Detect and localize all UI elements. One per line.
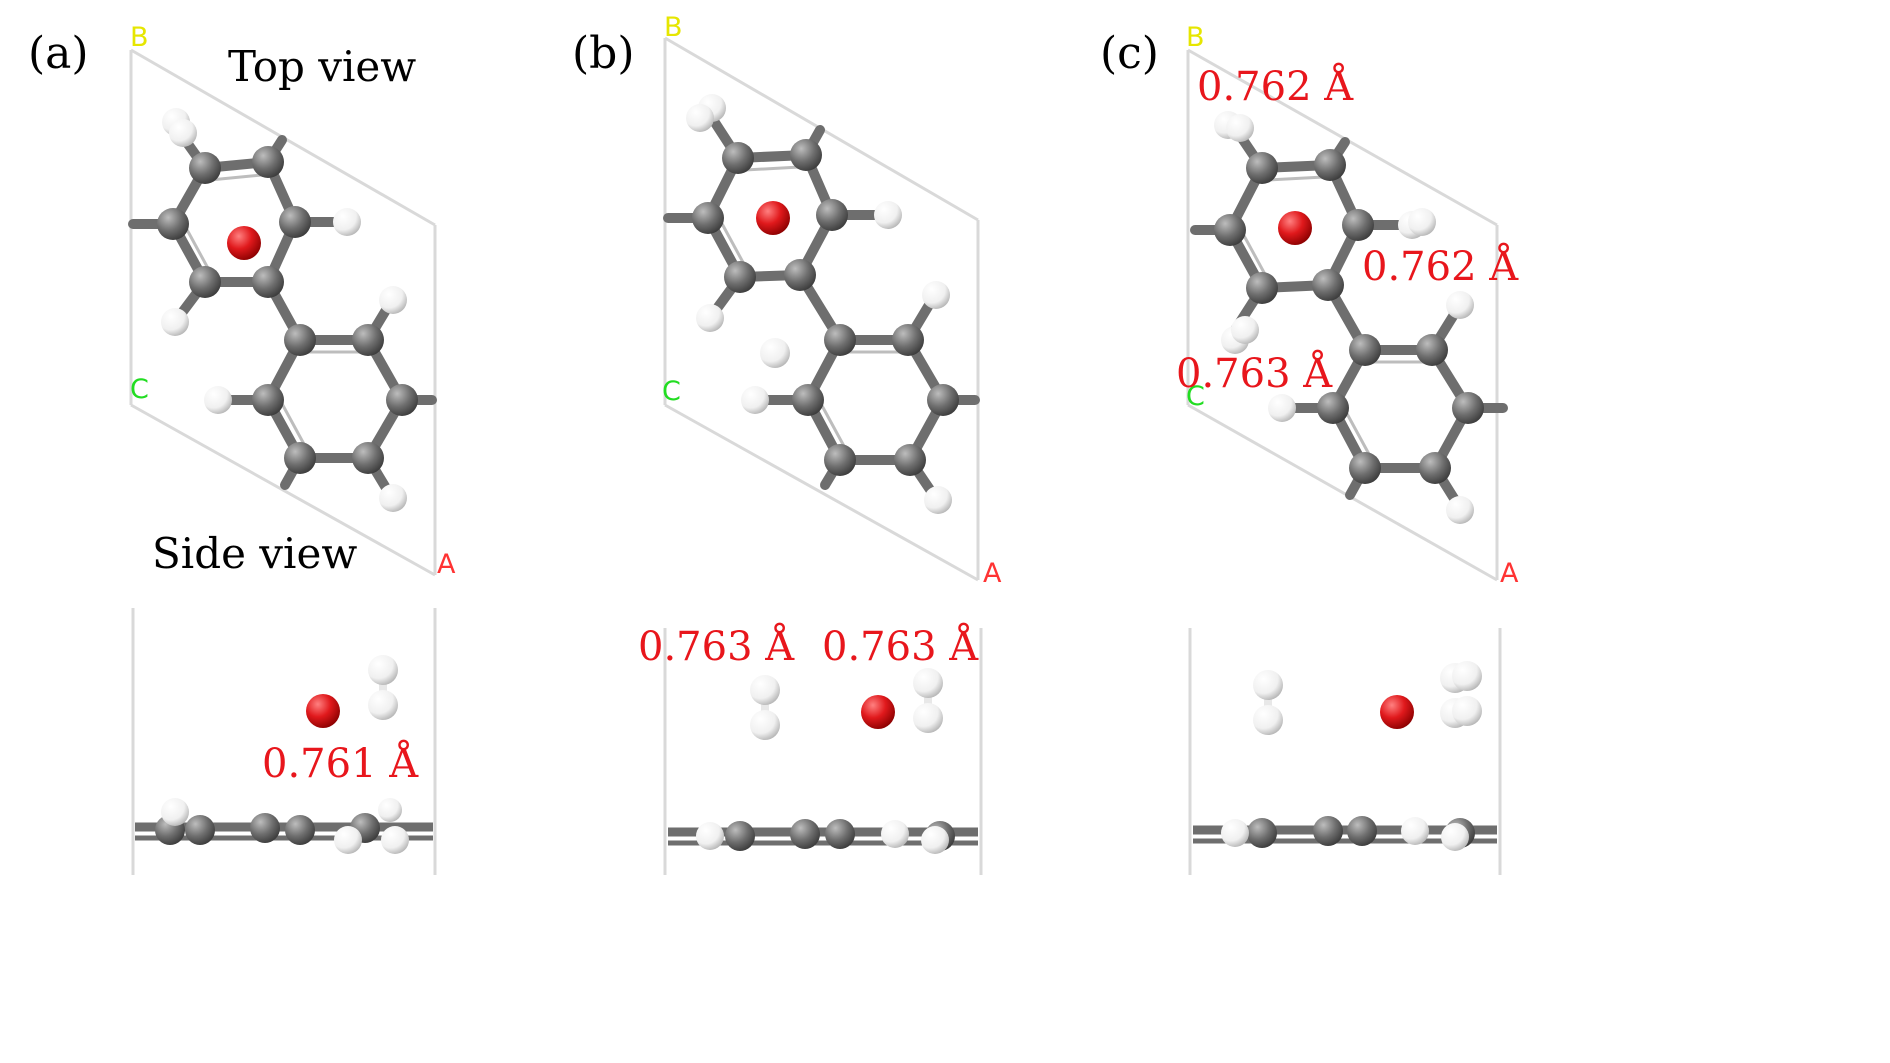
axis-label-b: B — [1186, 22, 1205, 53]
panel-label-c: (c) — [1100, 28, 1159, 79]
side-cell-outline-a — [131, 608, 437, 875]
panel-b: (b) B C A — [572, 12, 1002, 875]
adatom-side-a — [306, 694, 340, 728]
axis-label-b: B — [664, 12, 683, 43]
top-view-caption: Top view — [228, 42, 416, 91]
carbon-atoms-b — [692, 139, 959, 476]
axis-label-c: C — [662, 376, 681, 407]
hydrogen-atoms-a — [161, 108, 407, 512]
graphene-layer-side-c — [1193, 816, 1497, 851]
panel-a: (a) Top view Side view B C A — [28, 22, 456, 875]
bond-length-label: 0.762 Å — [1362, 243, 1519, 290]
h2-molecule-side-c-1 — [1253, 670, 1283, 735]
double-bonds-b — [718, 165, 902, 449]
adatom-a — [227, 226, 261, 260]
graphene-layer-side-a — [135, 798, 433, 854]
carbon-atoms-a — [157, 146, 418, 474]
axis-label-a: A — [437, 549, 456, 580]
side-cell-outline-c — [1188, 628, 1502, 875]
side-view-caption: Side view — [152, 529, 357, 578]
bond-length-label: 0.762 Å — [1197, 63, 1354, 110]
bond-length-label: 0.761 Å — [262, 740, 419, 787]
side-cell-outline-b — [663, 628, 983, 875]
adatom-side-b — [861, 695, 895, 729]
panel-c: (c) B C A — [1100, 22, 1519, 875]
graphene-layer-side-b — [668, 819, 978, 854]
axis-label-b: B — [130, 22, 149, 53]
axis-label-a: A — [983, 558, 1002, 589]
h2-molecule-side-b-2 — [913, 668, 943, 733]
carbon-atoms-c — [1214, 149, 1484, 484]
axis-label-c: C — [1186, 381, 1205, 412]
panel-label-b: (b) — [572, 28, 635, 79]
h2-molecule-side-a — [368, 655, 398, 720]
hydrogen-atoms-b — [686, 94, 952, 514]
adatom-side-c — [1380, 695, 1414, 729]
h2-molecule-side-c-2 — [1440, 661, 1482, 728]
adatom-b — [756, 201, 790, 235]
double-bonds-a — [183, 173, 362, 447]
bond-length-label: 0.763 Å — [638, 623, 795, 670]
unit-cell-outline — [1186, 48, 1499, 582]
hydrogen-atoms-c — [1214, 111, 1474, 524]
bond-length-label: 0.763 Å — [1176, 350, 1333, 397]
h2-molecule-side-b-1 — [750, 675, 780, 740]
bond-length-label: 0.763 Å — [822, 623, 979, 670]
adatom-c — [1278, 211, 1312, 245]
axis-label-c: C — [130, 374, 149, 405]
axis-label-a: A — [1500, 558, 1519, 589]
double-bonds-c — [1240, 175, 1426, 457]
panel-label-a: (a) — [28, 28, 89, 79]
